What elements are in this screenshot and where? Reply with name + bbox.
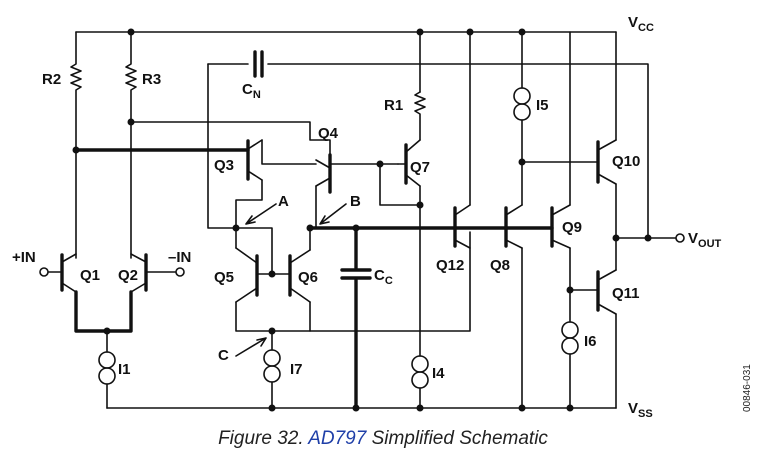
wire-i5-q10 bbox=[521, 119, 599, 163]
vss-label: VSS bbox=[628, 400, 653, 420]
q9-label: Q9 bbox=[562, 219, 582, 236]
wire-r3-q4 bbox=[130, 121, 331, 156]
transistor-q7 bbox=[397, 139, 421, 187]
q10-label: Q10 bbox=[612, 153, 640, 170]
q1-label: Q1 bbox=[80, 267, 100, 284]
wire-q3-nodeA bbox=[235, 179, 263, 229]
q4-label: Q4 bbox=[318, 125, 339, 142]
junction-dots bbox=[72, 28, 652, 412]
q2-label: Q2 bbox=[118, 267, 138, 284]
wire-cn-loop bbox=[207, 63, 649, 239]
cn-label: CN bbox=[242, 81, 261, 101]
wire-mirror-tail bbox=[235, 231, 471, 332]
transistor-q1 bbox=[47, 253, 77, 293]
r2-label: R2 bbox=[42, 71, 61, 88]
transistor-q11 bbox=[569, 269, 617, 315]
current-source-i6 bbox=[561, 321, 579, 355]
i7-label: I7 bbox=[290, 361, 303, 378]
node-a-label: A bbox=[278, 193, 289, 210]
resistor-r3 bbox=[125, 31, 137, 123]
transistor-q6 bbox=[288, 249, 311, 303]
transistor-q9 bbox=[550, 204, 571, 249]
i6-label: I6 bbox=[584, 333, 597, 350]
resistor-r2 bbox=[70, 31, 82, 151]
figure-caption: Figure 32. AD797 Simplified Schematic bbox=[0, 428, 766, 450]
transistor-q3 bbox=[235, 139, 263, 181]
i1-label: I1 bbox=[118, 361, 131, 378]
vout-terminal bbox=[675, 233, 685, 243]
transistor-q12 bbox=[453, 204, 471, 249]
q6-label: Q6 bbox=[298, 269, 318, 286]
transistor-q10 bbox=[596, 139, 617, 185]
transistor-q8 bbox=[504, 204, 523, 249]
plus-in-label: +IN bbox=[12, 249, 36, 266]
current-source-i4 bbox=[411, 355, 429, 389]
minus-in-label: –IN bbox=[168, 249, 191, 266]
i4-label: I4 bbox=[432, 365, 445, 382]
q7-label: Q7 bbox=[410, 159, 430, 176]
r1-label: R1 bbox=[384, 97, 403, 114]
transistor-q5 bbox=[235, 247, 291, 303]
current-source-i5 bbox=[513, 87, 531, 121]
q8-label: Q8 bbox=[490, 257, 510, 274]
wire-nodeA-mirror bbox=[235, 227, 273, 275]
wire-cn-left bbox=[207, 63, 237, 229]
arrow-node-c bbox=[235, 337, 267, 357]
capacitor-cc bbox=[340, 268, 372, 280]
wire-input-tail bbox=[74, 290, 133, 333]
arrow-node-a bbox=[245, 203, 277, 225]
transistor-q4 bbox=[315, 153, 332, 194]
schematic-diagram: VCC VSS VOUT +IN –IN R2 R3 R1 CN CC A B … bbox=[12, 14, 722, 420]
i5-label: I5 bbox=[536, 97, 549, 114]
vout-label: VOUT bbox=[688, 230, 722, 250]
resistor-r1 bbox=[414, 91, 426, 141]
vcc-label: VCC bbox=[628, 14, 654, 34]
document-number: 00846-031 bbox=[742, 364, 753, 412]
transistor-q2 bbox=[130, 253, 177, 293]
cc-label: CC bbox=[374, 267, 393, 287]
current-source-i7 bbox=[263, 349, 281, 383]
part-link[interactable]: AD797 bbox=[308, 428, 367, 449]
node-b-label: B bbox=[350, 193, 361, 210]
current-source-i1 bbox=[98, 351, 116, 385]
node-c-label: C bbox=[218, 347, 229, 364]
plus-in-terminal bbox=[39, 267, 49, 277]
wire-q7-base-loop bbox=[379, 163, 421, 206]
capacitor-cn bbox=[253, 50, 264, 78]
figure-title: Simplified Schematic bbox=[371, 428, 548, 449]
q5-label: Q5 bbox=[214, 269, 234, 286]
r3-label: R3 bbox=[142, 71, 161, 88]
q3-label: Q3 bbox=[214, 157, 234, 174]
arrow-node-b bbox=[319, 203, 347, 225]
figure-number: Figure 32. bbox=[218, 428, 304, 449]
wire-q3-q4 bbox=[261, 139, 317, 165]
minus-in-terminal bbox=[175, 267, 185, 277]
q12-label: Q12 bbox=[436, 257, 464, 274]
q11-label: Q11 bbox=[612, 285, 640, 302]
